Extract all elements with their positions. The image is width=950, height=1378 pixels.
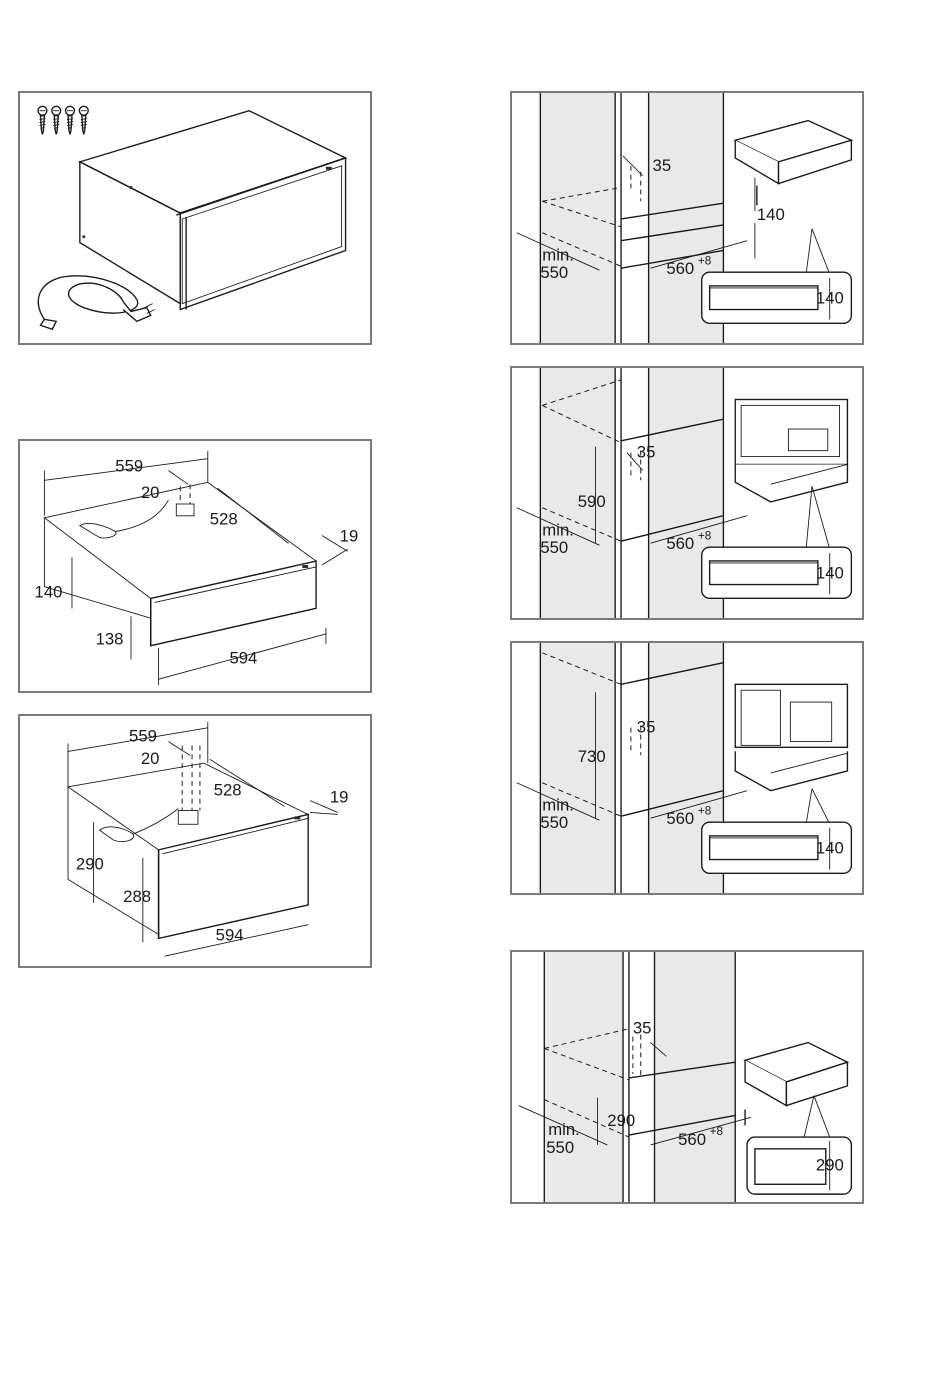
niche-140-width-label: 560 (666, 259, 694, 278)
niche-730-min-value: 550 (540, 813, 568, 832)
cabinet-walls (544, 952, 735, 1202)
niche-590-illustration: 35 590 min. 550 560 +8 140 (512, 368, 862, 618)
drawer-140-illustration: 559 20 528 19 140 138 594 (20, 441, 370, 691)
drawer-290-offset-label: 20 (141, 749, 160, 768)
niche-290-width-tolerance: +8 (710, 1124, 724, 1138)
niche-140-top-label: 35 (653, 156, 672, 175)
niche-590-width-label: 560 (666, 534, 694, 553)
drawer-140-width-label: 559 (115, 457, 143, 476)
niche-140-height-label: 140 (757, 205, 785, 224)
niche-290-top-label: 35 (633, 1019, 652, 1038)
niche-590-min-label: min. (542, 520, 574, 539)
niche-290-width-label: 560 (678, 1130, 706, 1149)
niche-590-top-label: 35 (637, 443, 656, 462)
panel-niche-730: 35 730 min. 550 560 +8 140 (510, 641, 864, 895)
niche-290-detail-label: 290 (816, 1156, 844, 1175)
niche-140-width-tolerance: +8 (698, 253, 712, 267)
detail-callout (702, 229, 852, 323)
drawer-140-front-label: 19 (340, 526, 359, 545)
detail-callout (747, 1096, 851, 1194)
drawer-140-height-label: 140 (35, 582, 63, 601)
drawer-290-illustration: 559 20 528 19 290 288 594 (20, 716, 370, 966)
niche-290-height-label: 290 (607, 1111, 635, 1130)
drawer-290-height-label: 290 (76, 855, 104, 874)
oven-product-thumb (735, 684, 847, 790)
cabinet-walls (540, 368, 723, 618)
drawer-290-body (68, 746, 308, 939)
niche-730-min-label: min. (542, 795, 574, 814)
drawer-290-width-label: 559 (129, 727, 157, 746)
niche-730-top-label: 35 (637, 718, 656, 737)
power-cord-icon (38, 276, 154, 329)
niche-290-min-label: min. (548, 1120, 580, 1139)
drawer-290-front-height-label: 288 (123, 887, 151, 906)
cabinet-walls (540, 643, 723, 893)
niche-590-min-value: 550 (540, 538, 568, 557)
panel-drawer-140-dimensions: 559 20 528 19 140 138 594 (18, 439, 372, 693)
niche-730-detail-label: 140 (816, 839, 844, 858)
panel-scope-of-delivery (18, 91, 372, 345)
niche-730-width-label: 560 (666, 809, 694, 828)
niche-730-height-label: 730 (578, 747, 606, 766)
panel-niche-140: 35 140 min. 550 560 +8 140 (510, 91, 864, 345)
drawer-product-thumb (735, 121, 851, 206)
niche-140-detail-label: 140 (816, 289, 844, 308)
drawer-290-depth-label: 528 (214, 781, 242, 800)
niche-590-height-label: 590 (578, 492, 606, 511)
scope-illustration (20, 93, 370, 343)
warming-drawer-box (80, 111, 346, 310)
niche-590-detail-label: 140 (816, 564, 844, 583)
drawer-140-body (44, 482, 316, 645)
niche-140-min-label: min. (542, 245, 574, 264)
screws-icon (38, 106, 88, 134)
panel-niche-590: 35 590 min. 550 560 +8 140 (510, 366, 864, 620)
panel-drawer-290-dimensions: 559 20 528 19 290 288 594 (18, 714, 372, 968)
cabinet-walls (540, 93, 723, 343)
niche-290-illustration: 35 290 min. 550 560 +8 290 (512, 952, 862, 1202)
niche-730-illustration: 35 730 min. 550 560 +8 140 (512, 643, 862, 893)
drawer-290-front-width-label: 594 (216, 925, 244, 944)
niche-290-min-value: 550 (546, 1138, 574, 1157)
niche-140-min-value: 550 (540, 263, 568, 282)
oven-product-thumb (735, 399, 847, 501)
niche-730-width-tolerance: +8 (698, 803, 712, 817)
niche-590-width-tolerance: +8 (698, 528, 712, 542)
detail-callout (702, 789, 852, 874)
drawer-product-thumb (745, 1043, 847, 1126)
drawer-140-front-height-label: 138 (96, 630, 124, 649)
drawer-140-front-width-label: 594 (229, 648, 257, 667)
drawer-140-depth-label: 528 (210, 510, 238, 529)
drawer-140-offset-label: 20 (141, 483, 160, 502)
drawer-290-front-label: 19 (330, 788, 349, 807)
panel-niche-290: 35 290 min. 550 560 +8 290 (510, 950, 864, 1204)
niche-140-illustration: 35 140 min. 550 560 +8 140 (512, 93, 862, 343)
